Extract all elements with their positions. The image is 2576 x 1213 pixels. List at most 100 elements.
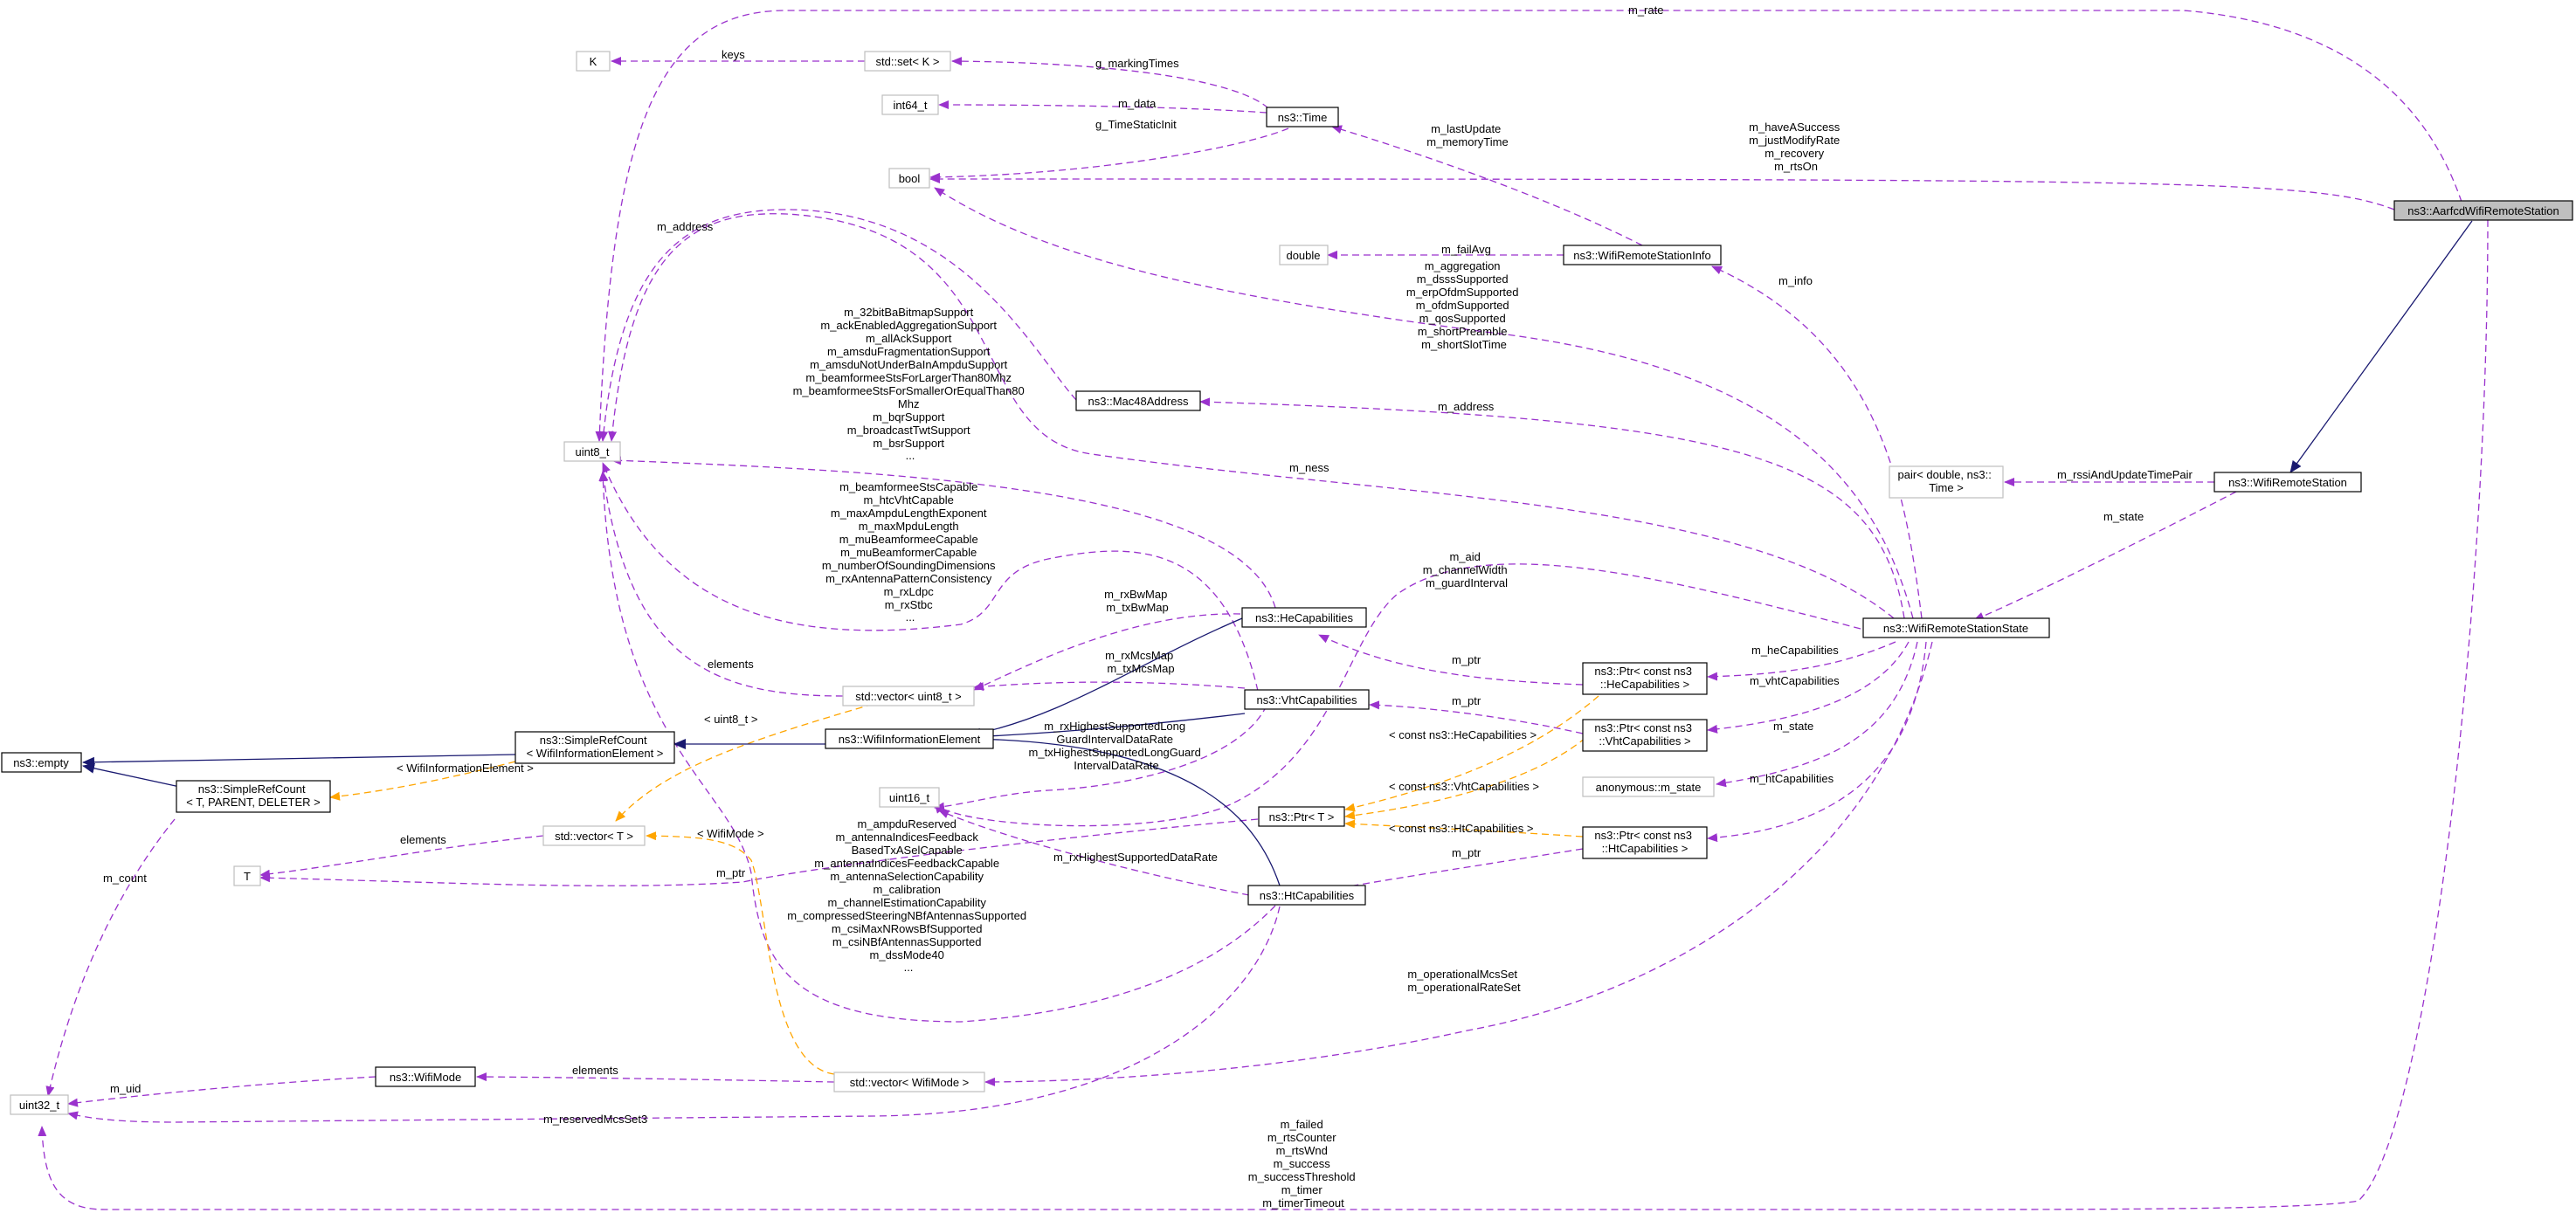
label-m-data: m_data — [1118, 97, 1157, 110]
label-ht-uint8: m_ampduReserved m_antennaIndicesFeedback… — [787, 817, 1030, 974]
edge-m-reservedmcsset3 — [67, 906, 1281, 1123]
node-pair[interactable]: pair< double, ns3:: Time > — [1889, 465, 2004, 499]
edge-bool-from-state — [934, 187, 1914, 619]
node-vht-capabilities-label: ns3::VhtCapabilities — [1257, 693, 1357, 706]
label-m-ness: m_ness — [1289, 461, 1329, 474]
label-tmpl-ht: < const ns3::HtCapabilities > — [1389, 822, 1533, 835]
node-vec-uint8[interactable]: std::vector< uint8_t > — [842, 686, 975, 706]
node-ht-capabilities[interactable]: ns3::HtCapabilities — [1247, 885, 1366, 906]
node-wifi-remote-station-state-label: ns3::WifiRemoteStationState — [1883, 622, 2028, 635]
node-wifi-remote-station-state[interactable]: ns3::WifiRemoteStationState — [1862, 617, 2050, 638]
edge-bool-from-aarfcd — [929, 175, 2395, 210]
edge-m-info — [1711, 265, 1923, 619]
node-k[interactable]: K — [576, 51, 611, 72]
node-he-capabilities[interactable]: ns3::HeCapabilities — [1241, 607, 1367, 628]
edge-state-uint8 — [934, 563, 1861, 827]
label-g-timestaticinit: g_TimeStaticInit — [1095, 118, 1177, 131]
label-ht-uint16: m_rxHighestSupportedLong GuardIntervalDa… — [1029, 720, 1205, 772]
edge-he-maps — [973, 613, 1241, 691]
node-k-label: K — [590, 55, 597, 68]
node-wifi-information-element[interactable]: ns3::WifiInformationElement — [825, 728, 994, 749]
node-int64[interactable]: int64_t — [881, 94, 939, 115]
edge-inh-src-wie — [82, 754, 516, 768]
edge-he-uint8 — [611, 456, 1276, 609]
edge-vht-maps — [973, 681, 1246, 692]
node-ns3-empty[interactable]: ns3::empty — [1, 752, 82, 773]
node-wifi-information-element-label: ns3::WifiInformationElement — [839, 733, 981, 746]
node-t-label: T — [244, 870, 251, 883]
node-vec-t[interactable]: std::vector< T > — [542, 825, 646, 846]
label-elements-wifimode: elements — [572, 1064, 618, 1077]
edge-tmpl-he — [1344, 695, 1599, 812]
label-m-reservedmcsset3: m_reservedMcsSet3 — [543, 1113, 647, 1126]
edge-elements-uint8 — [599, 471, 844, 697]
node-ns3-time[interactable]: ns3::Time — [1266, 107, 1339, 128]
node-std-set-k-label: std::set< K > — [876, 55, 940, 68]
label-state-uint8: m_aid m_channelWidth m_guardInterval — [1423, 550, 1510, 589]
node-ns3-time-label: ns3::Time — [1278, 111, 1328, 124]
node-ptr-vht-label: ns3::Ptr< const ns3 ::VhtCapabilities > — [1594, 721, 1695, 748]
label-m-ptr-he: m_ptr — [1452, 653, 1481, 666]
node-uint16-label: uint16_t — [889, 791, 930, 804]
edge-m-uid — [67, 1076, 376, 1107]
node-wifi-remote-station-info[interactable]: ns3::WifiRemoteStationInfo — [1563, 245, 1722, 265]
label-m-uid: m_uid — [110, 1082, 141, 1095]
edge-m-vhtcapabilities — [1707, 641, 1910, 734]
label-m-info: m_info — [1778, 274, 1813, 287]
node-double-label: double — [1286, 249, 1320, 262]
edge-m-operational — [984, 641, 1933, 1086]
node-ptr-ht[interactable]: ns3::Ptr< const ns3 ::HtCapabilities > — [1582, 826, 1708, 859]
node-wifi-mode[interactable]: ns3::WifiMode — [375, 1066, 476, 1087]
label-m-address-mac: m_address — [1438, 400, 1495, 413]
edge-tmpl-uint8 — [615, 703, 874, 822]
edge-m-state-anon — [1716, 641, 1918, 788]
node-mac48-address[interactable]: ns3::Mac48Address — [1075, 390, 1201, 411]
label-tmpl-uint8: < uint8_t > — [704, 713, 757, 726]
node-ptr-he[interactable]: ns3::Ptr< const ns3 ::HeCapabilities > — [1582, 662, 1708, 695]
edge-tmpl-wie — [329, 761, 516, 801]
node-wifi-remote-station[interactable]: ns3::WifiRemoteStation — [2213, 472, 2362, 493]
edge-m-rate — [595, 10, 2462, 442]
label-m-vhtcapabilities: m_vhtCapabilities — [1750, 674, 1840, 687]
node-simple-ref-count-wie[interactable]: ns3::SimpleRefCount < WifiInformationEle… — [515, 731, 675, 764]
label-tmpl-he: < const ns3::HeCapabilities > — [1389, 728, 1537, 741]
node-simple-ref-count-t[interactable]: ns3::SimpleRefCount < T, PARENT, DELETER… — [176, 780, 331, 813]
edge-m-ptr-vht — [1369, 700, 1584, 734]
node-uint8[interactable]: uint8_t — [563, 441, 621, 462]
node-he-capabilities-label: ns3::HeCapabilities — [1255, 611, 1354, 624]
edge-inh-ht — [969, 734, 1281, 886]
node-aarfcd-wifi-remote-station[interactable]: ns3::AarfcdWifiRemoteStation — [2393, 200, 2573, 221]
node-std-set-k[interactable]: std::set< K > — [864, 51, 951, 72]
node-vht-capabilities[interactable]: ns3::VhtCapabilities — [1244, 689, 1370, 710]
label-m-ptr-vht: m_ptr — [1452, 694, 1481, 707]
node-uint16[interactable]: uint16_t — [879, 787, 940, 808]
node-anon-state[interactable]: anonymous::m_state — [1582, 776, 1715, 797]
node-wifi-remote-station-info-label: ns3::WifiRemoteStationInfo — [1573, 249, 1711, 262]
node-bool[interactable]: bool — [888, 168, 930, 189]
node-int64-label: int64_t — [893, 99, 927, 112]
node-vec-uint8-label: std::vector< uint8_t > — [855, 690, 961, 703]
edge-m-count — [45, 818, 176, 1097]
node-double[interactable]: double — [1279, 245, 1329, 265]
node-vec-wifimode-label: std::vector< WifiMode > — [850, 1076, 970, 1089]
edge-m-htcapabilities — [1707, 641, 1927, 843]
label-rxhighest: m_rxHighestSupportedDataRate — [1053, 851, 1218, 864]
label-aarfcd-uint32: m_failed m_rtsCounter m_rtsWnd m_success… — [1248, 1118, 1358, 1210]
edge-aarfcd-uint32 — [38, 219, 2489, 1210]
label-tmpl-wifimode: < WifiMode > — [697, 827, 764, 840]
node-uint32-label: uint32_t — [19, 1099, 60, 1112]
edge-m-ptr-ht — [1318, 848, 1584, 894]
edges — [38, 10, 2489, 1210]
label-tmpl-vht: < const ns3::VhtCapabilities > — [1389, 780, 1539, 793]
label-m-operational: m_operationalMcsSet m_operationalRateSet — [1407, 968, 1521, 994]
edge-elements-wifimode — [476, 1072, 835, 1083]
node-ptr-vht[interactable]: ns3::Ptr< const ns3 ::VhtCapabilities > — [1582, 719, 1708, 752]
node-vec-wifimode[interactable]: std::vector< WifiMode > — [833, 1072, 985, 1092]
node-uint32[interactable]: uint32_t — [10, 1094, 69, 1115]
node-anon-state-label: anonymous::m_state — [1596, 781, 1702, 794]
label-m-state-state: m_state — [2103, 510, 2144, 523]
node-ptr-t[interactable]: ns3::Ptr< T > — [1258, 806, 1345, 827]
node-ns3-empty-label: ns3::empty — [13, 756, 69, 769]
node-t[interactable]: T — [233, 865, 261, 886]
